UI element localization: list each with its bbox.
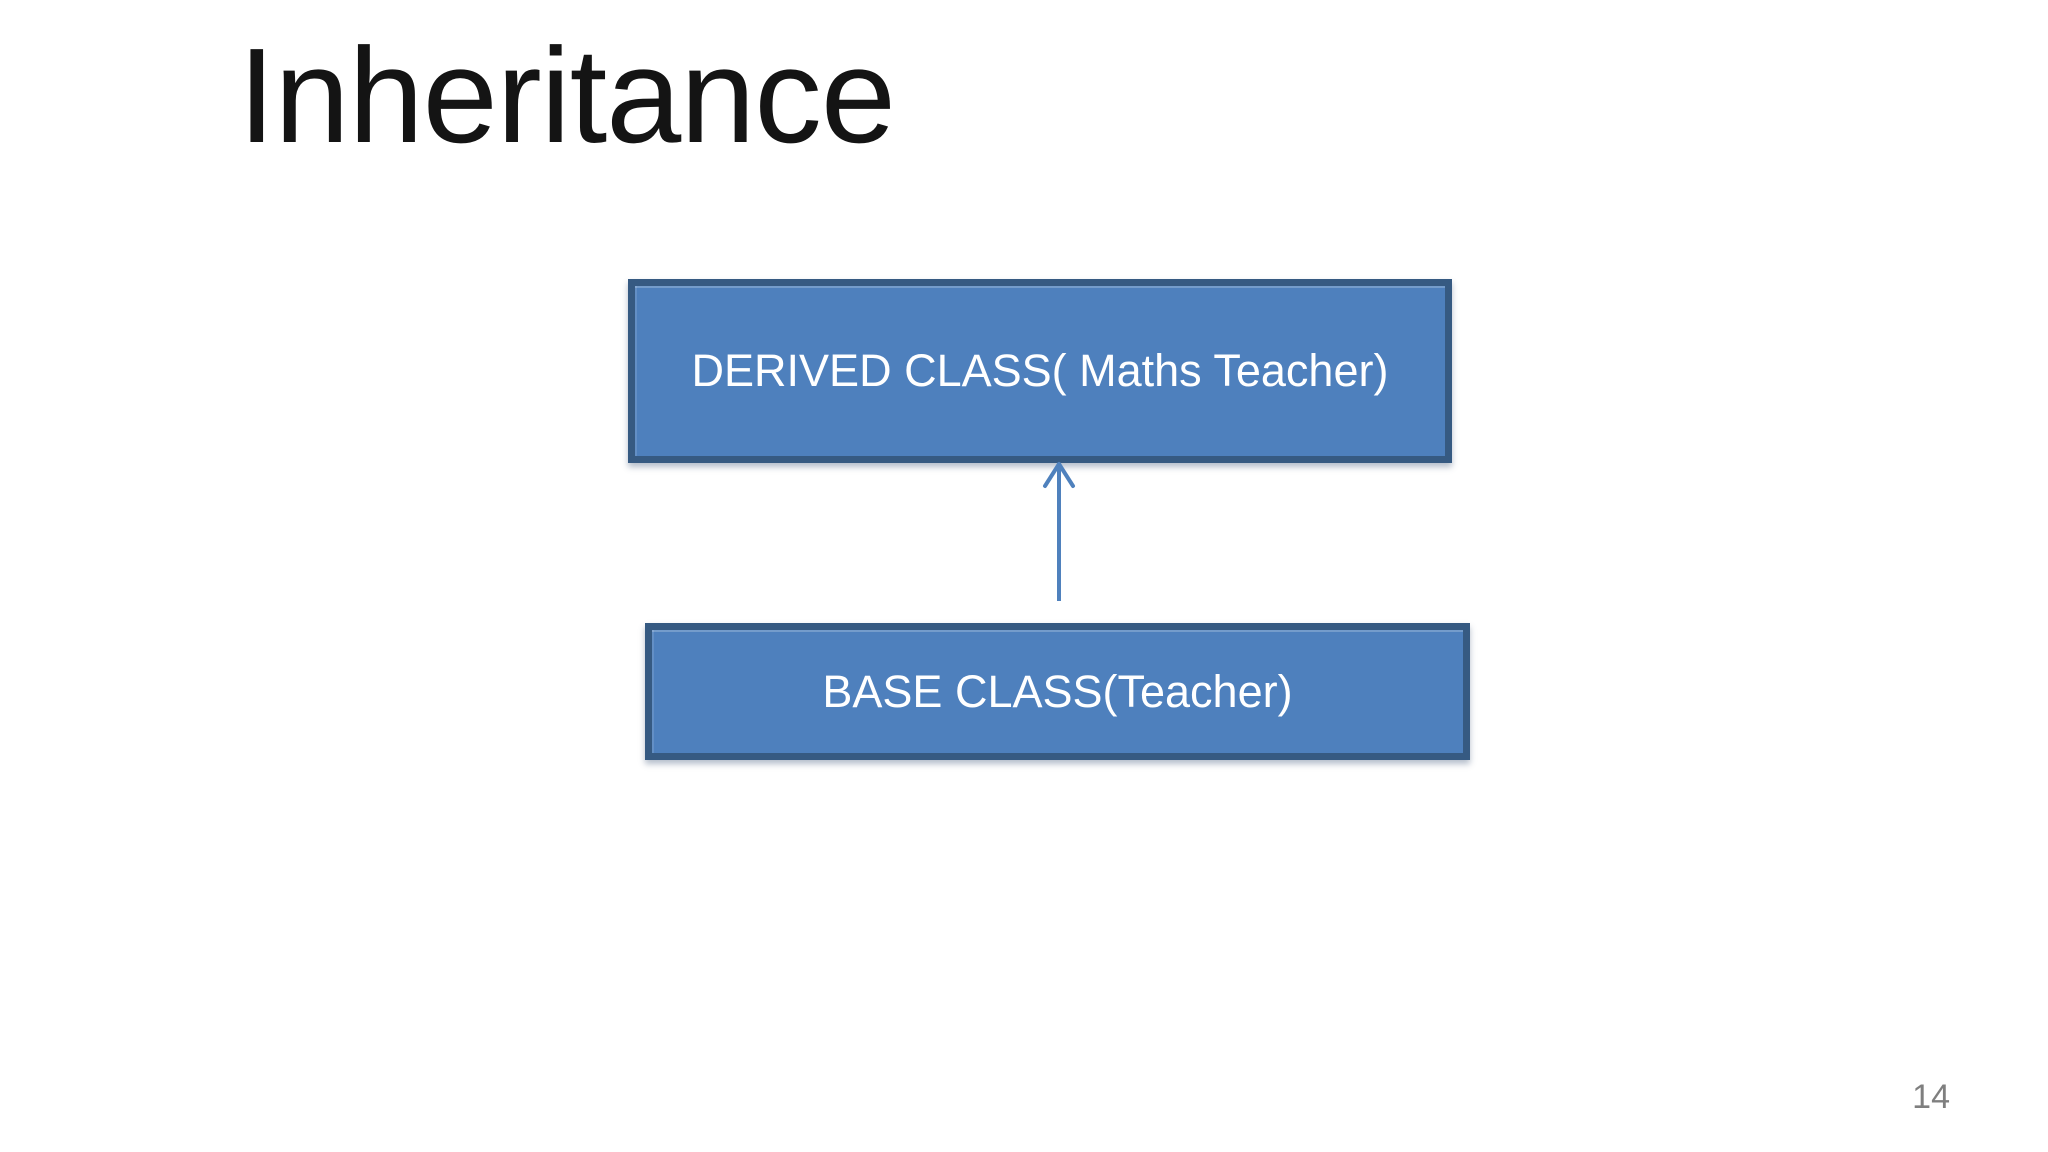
base-class-label: BASE CLASS(Teacher) <box>822 665 1293 717</box>
derived-class-box: DERIVED CLASS( Maths Teacher) <box>628 279 1452 463</box>
page-number: 14 <box>1912 1078 1950 1116</box>
inheritance-arrow-icon <box>1043 462 1075 601</box>
base-class-box: BASE CLASS(Teacher) <box>645 623 1470 760</box>
slide-title: Inheritance <box>238 20 896 171</box>
derived-class-label: DERIVED CLASS( Maths Teacher) <box>691 345 1389 396</box>
